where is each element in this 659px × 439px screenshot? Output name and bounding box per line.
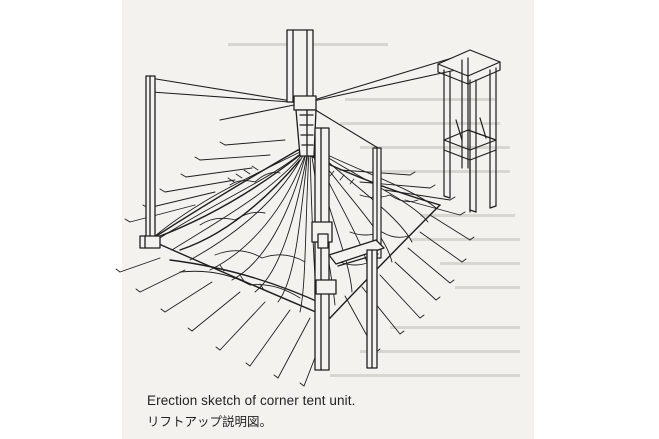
figure-caption-japanese: リフトアップ説明図。: [147, 414, 273, 429]
guy-cables: [149, 54, 466, 149]
left-corner-pole: [139, 75, 161, 249]
ground-anchor-lines: [115, 139, 475, 387]
tent-detail-marks: [219, 165, 355, 291]
central-mast: [286, 29, 317, 157]
front-lift-column: [311, 127, 385, 371]
lift-tower: [437, 49, 501, 213]
figure-caption-english: Erection sketch of corner tent unit.: [147, 393, 356, 408]
